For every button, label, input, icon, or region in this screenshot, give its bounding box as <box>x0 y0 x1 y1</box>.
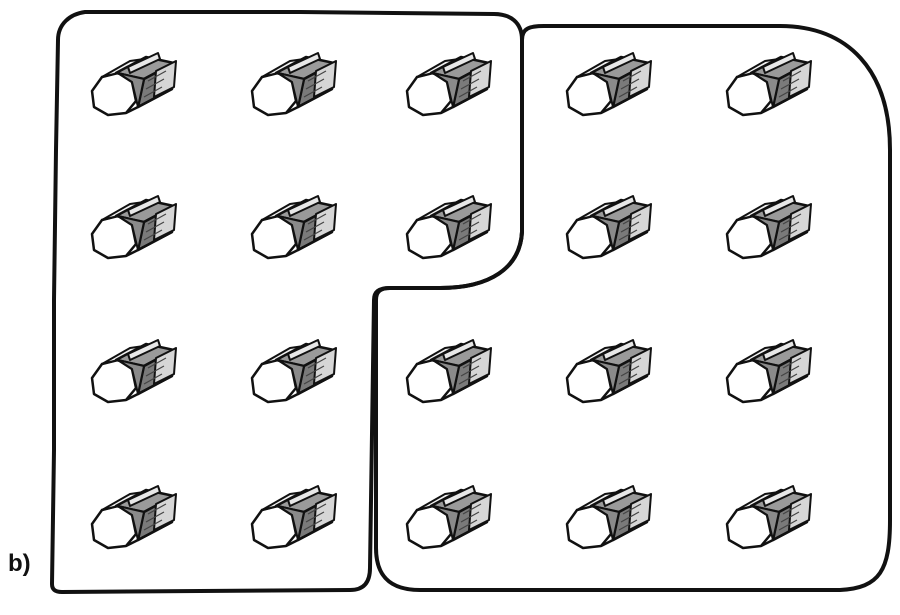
eraser-icon <box>407 340 491 402</box>
eraser-icon <box>727 486 811 548</box>
eraser-icon <box>92 53 176 115</box>
eraser-icon <box>727 196 811 258</box>
eraser-icon <box>252 196 336 258</box>
eraser-icon <box>567 196 651 258</box>
erasers-layer <box>92 53 811 548</box>
eraser-icon <box>727 53 811 115</box>
eraser-icon <box>407 486 491 548</box>
eraser-icon <box>92 196 176 258</box>
eraser-icon <box>252 486 336 548</box>
eraser-icon <box>92 340 176 402</box>
eraser-icon <box>252 53 336 115</box>
eraser-icon <box>727 340 811 402</box>
part-label: b) <box>8 552 31 576</box>
eraser-icon <box>407 53 491 115</box>
eraser-icon <box>567 486 651 548</box>
eraser-icon <box>407 196 491 258</box>
eraser-icon <box>567 340 651 402</box>
eraser-icon <box>252 340 336 402</box>
eraser-icon <box>567 53 651 115</box>
eraser-icon <box>92 486 176 548</box>
